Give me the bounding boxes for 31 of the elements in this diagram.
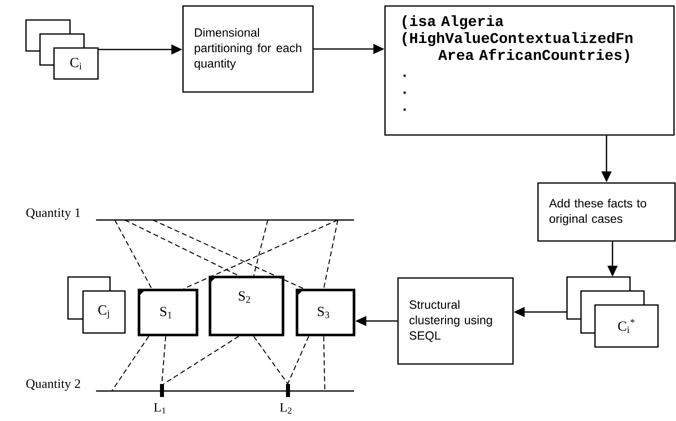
dashed-line [114,220,152,290]
dashed-line [253,336,288,384]
process-box: Add these facts to original cases [537,182,676,242]
axis-line [96,219,354,221]
code-box: (isa Algeria (HighValueContextualizedFn Area AfricanCountries) . . . [384,5,675,136]
dashed-line [111,336,150,392]
dashed-line [163,336,240,384]
dashed-line [152,220,304,290]
case-stack: C$_{j}$ [67,276,126,334]
dashed-line [124,220,240,276]
axis-label: Quantity 1 [26,208,80,220]
tick-label: L$_{1}$ [154,403,166,414]
dashed-line [323,336,326,392]
process-box: Dimensional partitioning for each quantity [182,5,314,93]
tick-label: L$_{2}$ [280,403,292,414]
process-box: Structural clustering using SEQL [397,277,514,365]
case-stack: C$_{i}$* [566,276,659,348]
node-label: C$_{i}$ [70,58,82,70]
dashed-line [253,220,268,276]
dashed-line [323,220,338,290]
cluster-box: S$_{2}$ [208,276,284,336]
axis-line [96,390,354,392]
node-label: C$_{i}$* [618,319,634,333]
dashed-line [183,220,338,290]
case-stack: C$_{i}$ [25,19,99,80]
dashed-line [287,336,310,384]
axis-label: Quantity 2 [26,379,80,391]
cluster-box: S$_{3}$ [296,288,356,336]
tick-mark [160,384,164,397]
cluster-box: S$_{1}$ [138,288,198,336]
tick-mark [286,384,290,397]
